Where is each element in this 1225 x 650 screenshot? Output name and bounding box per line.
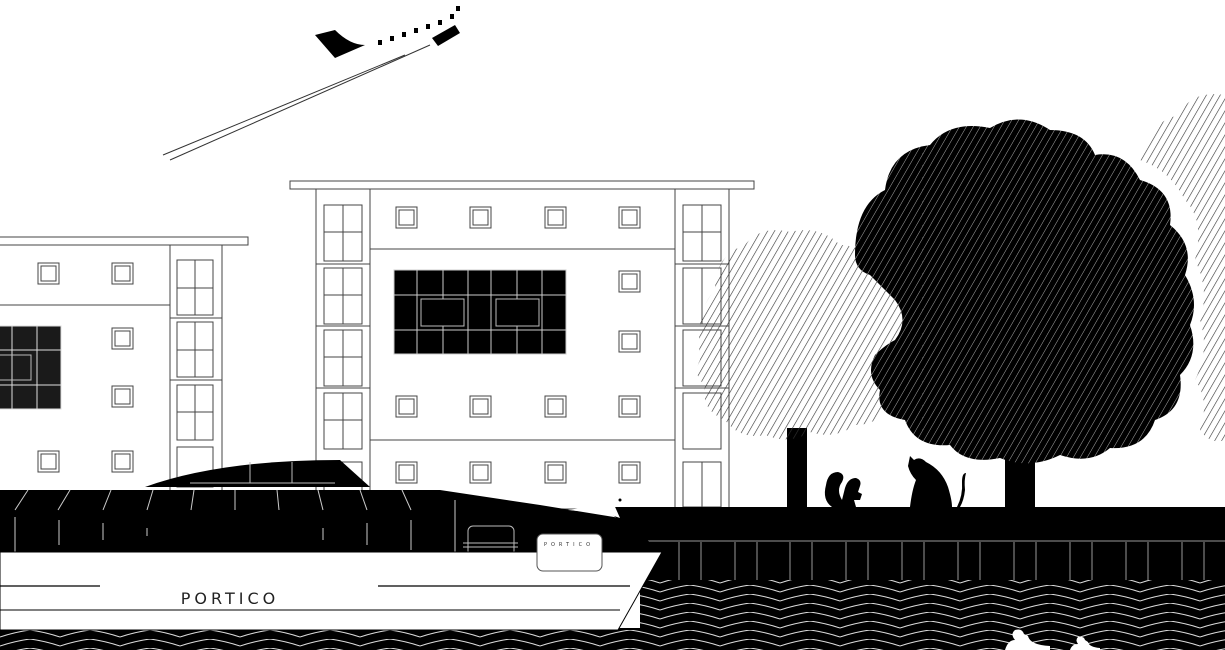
dark-window-panel xyxy=(393,269,567,355)
duckling-icon xyxy=(1070,636,1100,650)
left-apartment-building xyxy=(0,236,249,506)
far-right-hatched-tree xyxy=(1140,94,1225,442)
center-apartment-building xyxy=(289,180,755,510)
dark-hatched-tree xyxy=(855,119,1194,508)
portico-boat: PORTICO PORTICO xyxy=(0,460,663,631)
duck-icon xyxy=(1005,629,1050,650)
cabin-name-badge xyxy=(536,533,603,572)
cat-icon xyxy=(908,456,966,507)
river-water xyxy=(0,628,1225,650)
airplane-icon xyxy=(162,6,460,161)
light-hatched-tree xyxy=(696,230,909,508)
cabin-badge-label: PORTICO xyxy=(544,542,594,548)
dark-window-panel xyxy=(0,325,62,410)
squirrel-icon xyxy=(824,472,862,507)
hull-name-label: PORTICO xyxy=(181,589,279,608)
